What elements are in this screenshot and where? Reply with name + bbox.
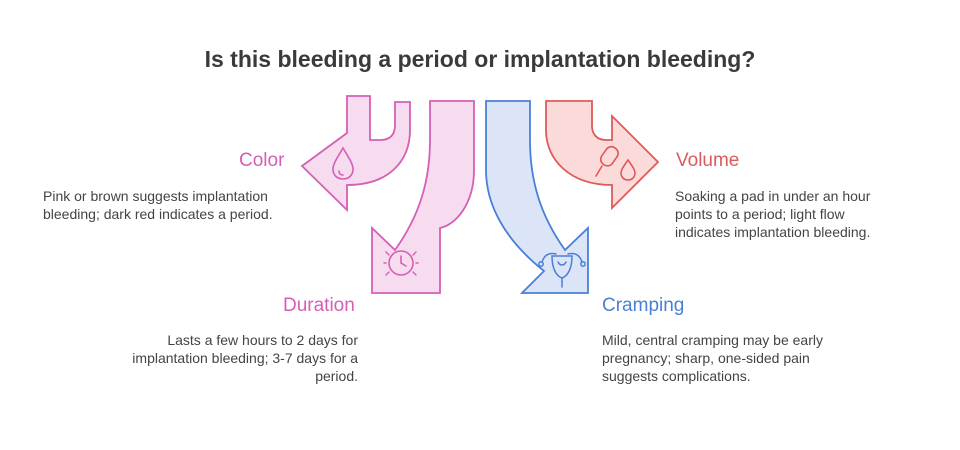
volume-description: Soaking a pad in under an hour points to… [675,187,870,241]
droplet-icon [332,146,354,180]
duration-arrow [371,100,475,294]
page-title: Is this bleeding a period or implantatio… [204,46,756,72]
duration-description-line: implantation bleeding; 3-7 days for a [132,350,358,366]
duration-description-line: Lasts a few hours to 2 days for [167,332,358,348]
cramping-description: Mild, central cramping may be early preg… [602,331,823,385]
uterus-icon [538,252,586,288]
cramping-description-line: Mild, central cramping may be early [602,332,823,348]
color-description-line: bleeding; dark red indicates a period. [43,206,273,222]
volume-heading: Volume [676,150,740,171]
volume-description-line: indicates implantation bleeding. [675,224,871,240]
cramping-description-line: suggests complications. [602,368,751,384]
duration-description: Lasts a few hours to 2 days for implanta… [100,331,358,385]
color-description-line: Pink or brown suggests implantation [43,188,268,204]
volume-description-line: points to a period; light flow [675,206,845,222]
duration-description-line: period. [315,368,358,384]
volume-description-line: Soaking a pad in under an hour [675,188,871,204]
pad-drop-icon [595,145,636,181]
duration-heading: Duration [283,295,355,316]
cramping-heading: Cramping [602,295,685,316]
cramping-arrow [485,100,589,294]
color-arrow [300,95,411,213]
color-heading: Color [239,150,285,171]
cramping-description-line: pregnancy; sharp, one-sided pain [602,350,810,366]
color-description: Pink or brown suggests implantation blee… [43,187,273,223]
clock-icon [383,250,419,276]
